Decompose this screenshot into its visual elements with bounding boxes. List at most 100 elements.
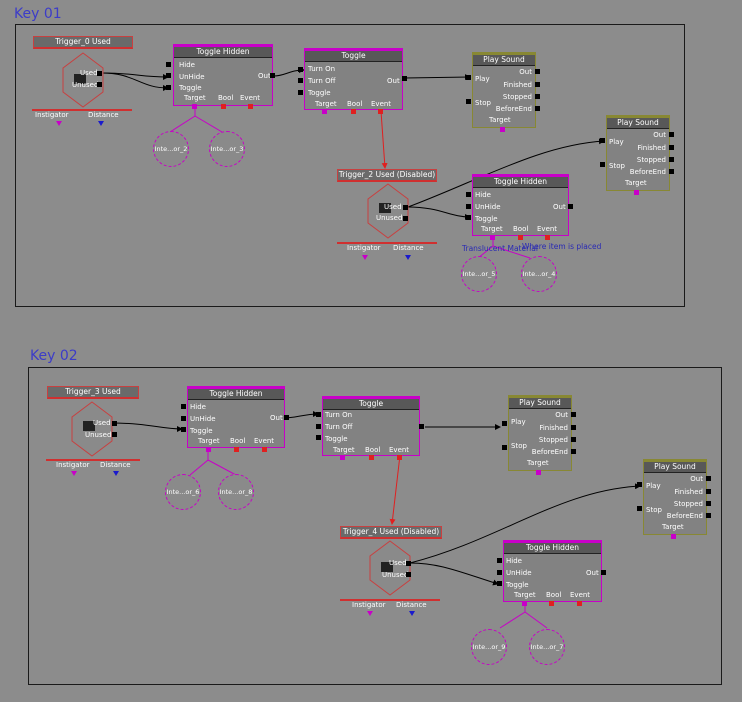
- input-pin[interactable]: [466, 192, 471, 197]
- event-connector[interactable]: [545, 235, 550, 240]
- object-variable[interactable]: Inte...or_5: [461, 256, 497, 292]
- variable-connector[interactable]: [56, 121, 62, 126]
- bool-connector[interactable]: [234, 447, 239, 452]
- trigger-2-icon[interactable]: [366, 183, 410, 239]
- output-pin[interactable]: [402, 76, 407, 81]
- output-pin[interactable]: [571, 412, 576, 417]
- toggle-hidden-node[interactable]: Toggle Hidden Hide UnHide Toggle Out Tar…: [187, 386, 285, 448]
- input-pin[interactable]: [181, 427, 186, 432]
- bool-connector[interactable]: [549, 601, 554, 606]
- input-pin[interactable]: [637, 506, 642, 511]
- output-pin[interactable]: [706, 489, 711, 494]
- toggle-hidden-node[interactable]: Toggle Hidden Hide UnHide Toggle Out Tar…: [472, 174, 569, 236]
- play-sound-node[interactable]: Play Sound Play Stop Out Finished Stoppe…: [472, 52, 536, 128]
- variable-connector[interactable]: [409, 611, 415, 616]
- input-pin[interactable]: [316, 424, 321, 429]
- output-pin[interactable]: [669, 132, 674, 137]
- bool-connector[interactable]: [369, 455, 374, 460]
- output-pin[interactable]: [406, 561, 411, 566]
- output-pin[interactable]: [568, 204, 573, 209]
- output-pin[interactable]: [669, 145, 674, 150]
- output-pin[interactable]: [669, 157, 674, 162]
- input-pin[interactable]: [166, 85, 171, 90]
- trigger-4-icon[interactable]: [368, 540, 412, 596]
- output-pin[interactable]: [403, 205, 408, 210]
- target-connector[interactable]: [634, 190, 639, 195]
- event-connector[interactable]: [577, 601, 582, 606]
- play-sound-node[interactable]: Play Sound Play Stop Out Finished Stoppe…: [643, 459, 707, 535]
- object-variable[interactable]: Inte...or_7: [529, 629, 565, 665]
- trigger-2-title[interactable]: Trigger_2 Used (Disabled): [337, 169, 437, 182]
- toggle-node[interactable]: Toggle Turn On Turn Off Toggle Target Bo…: [322, 396, 420, 456]
- input-pin[interactable]: [181, 404, 186, 409]
- variable-connector[interactable]: [362, 255, 368, 260]
- target-connector[interactable]: [536, 470, 541, 475]
- variable-connector[interactable]: [98, 121, 104, 126]
- trigger-4-title[interactable]: Trigger_4 Used (Disabled): [340, 526, 442, 539]
- output-pin[interactable]: [535, 106, 540, 111]
- bool-connector[interactable]: [221, 104, 226, 109]
- event-connector[interactable]: [378, 109, 383, 114]
- input-pin[interactable]: [502, 421, 507, 426]
- output-pin[interactable]: [112, 421, 117, 426]
- output-pin[interactable]: [706, 501, 711, 506]
- output-pin[interactable]: [535, 94, 540, 99]
- input-pin[interactable]: [497, 558, 502, 563]
- input-pin[interactable]: [316, 435, 321, 440]
- toggle-hidden-node[interactable]: Toggle Hidden Hide UnHide Toggle Out Tar…: [503, 540, 602, 602]
- input-pin[interactable]: [600, 162, 605, 167]
- target-connector[interactable]: [206, 447, 211, 452]
- object-variable[interactable]: Inte...or_6: [165, 474, 201, 510]
- event-connector[interactable]: [397, 455, 402, 460]
- toggle-hidden-node[interactable]: Toggle Hidden Hide UnHide Toggle Out Tar…: [173, 44, 273, 106]
- object-variable[interactable]: Inte...or_9: [471, 629, 507, 665]
- output-pin[interactable]: [406, 572, 411, 577]
- play-sound-node[interactable]: Play Sound Play Stop Out Finished Stoppe…: [508, 395, 572, 471]
- variable-connector[interactable]: [113, 471, 119, 476]
- input-pin[interactable]: [298, 90, 303, 95]
- output-pin[interactable]: [270, 73, 275, 78]
- input-pin[interactable]: [466, 215, 471, 220]
- input-pin[interactable]: [466, 99, 471, 104]
- input-pin[interactable]: [316, 412, 321, 417]
- input-pin[interactable]: [497, 581, 502, 586]
- play-sound-node[interactable]: Play Sound Play Stop Out Finished Stoppe…: [606, 115, 670, 191]
- output-pin[interactable]: [571, 437, 576, 442]
- target-connector[interactable]: [192, 104, 197, 109]
- event-connector[interactable]: [262, 447, 267, 452]
- output-pin[interactable]: [419, 424, 424, 429]
- input-pin[interactable]: [497, 570, 502, 575]
- output-pin[interactable]: [706, 476, 711, 481]
- input-pin[interactable]: [298, 78, 303, 83]
- output-pin[interactable]: [403, 216, 408, 221]
- output-pin[interactable]: [706, 513, 711, 518]
- target-connector[interactable]: [500, 127, 505, 132]
- input-pin[interactable]: [466, 75, 471, 80]
- input-pin[interactable]: [637, 482, 642, 487]
- output-pin[interactable]: [601, 570, 606, 575]
- output-pin[interactable]: [535, 82, 540, 87]
- key-01-group[interactable]: [15, 24, 685, 307]
- input-pin[interactable]: [502, 445, 507, 450]
- variable-connector[interactable]: [367, 611, 373, 616]
- toggle-node[interactable]: Toggle Turn On Turn Off Toggle Out Targe…: [304, 48, 403, 110]
- trigger-3-icon[interactable]: [70, 401, 114, 457]
- object-variable[interactable]: Inte...or_4: [521, 256, 557, 292]
- object-variable[interactable]: Inte...or_2: [153, 131, 189, 167]
- output-pin[interactable]: [112, 432, 117, 437]
- output-pin[interactable]: [535, 69, 540, 74]
- variable-connector[interactable]: [71, 471, 77, 476]
- output-pin[interactable]: [97, 71, 102, 76]
- key-02-group[interactable]: [28, 367, 722, 685]
- output-pin[interactable]: [97, 82, 102, 87]
- output-pin[interactable]: [571, 425, 576, 430]
- target-connector[interactable]: [522, 601, 527, 606]
- input-pin[interactable]: [466, 204, 471, 209]
- event-connector[interactable]: [248, 104, 253, 109]
- variable-connector[interactable]: [405, 255, 411, 260]
- input-pin[interactable]: [298, 67, 303, 72]
- input-pin[interactable]: [166, 73, 171, 78]
- trigger-0-icon[interactable]: [61, 52, 105, 108]
- output-pin[interactable]: [284, 415, 289, 420]
- input-pin[interactable]: [181, 416, 186, 421]
